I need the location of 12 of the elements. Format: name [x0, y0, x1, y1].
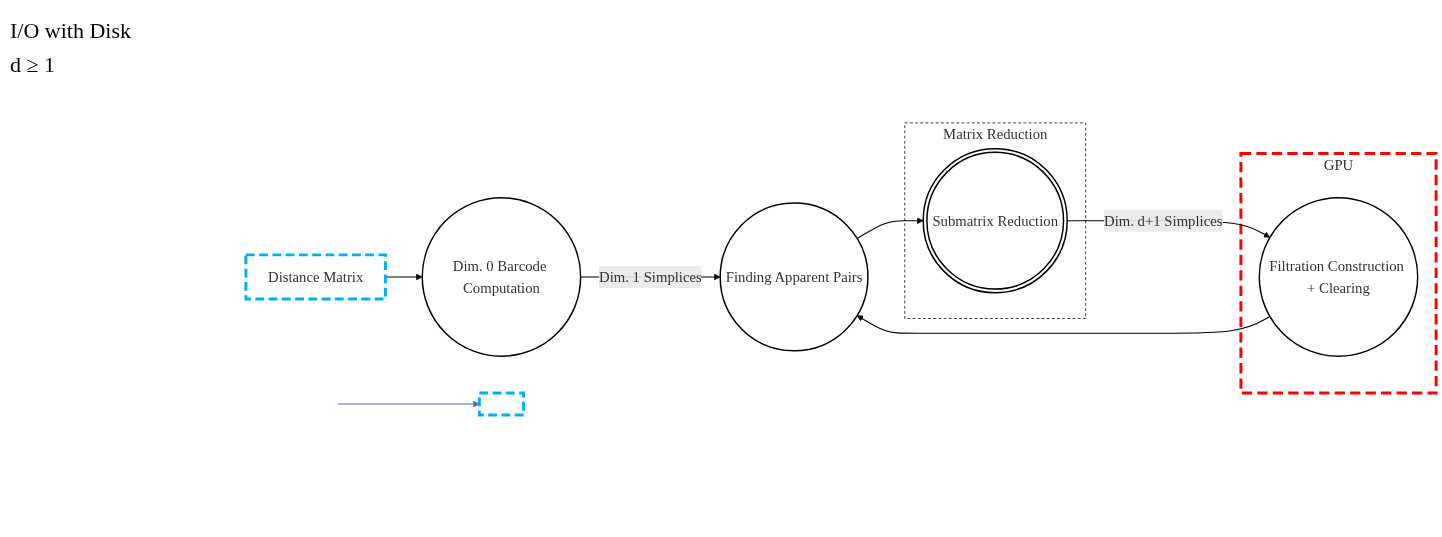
- edge-label: Dim. d+1 Simplices: [1104, 212, 1223, 229]
- arrow: [337, 400, 480, 407]
- note-label: d ≥ 1: [10, 52, 57, 78]
- node-circle: Dim. 0 Barcode Computation: [421, 196, 582, 357]
- arrow: [856, 314, 1271, 334]
- node-circle: Filtration Construction + Clearing: [1258, 196, 1419, 357]
- node-circle: Finding Apparent Pairs: [719, 201, 869, 352]
- arrow: [856, 216, 924, 239]
- node-box: [477, 391, 526, 417]
- node-box: Distance Matrix: [244, 252, 387, 301]
- note-label: I/O with Disk: [10, 18, 132, 44]
- edge-label: Dim. 1 Simplices: [599, 268, 702, 285]
